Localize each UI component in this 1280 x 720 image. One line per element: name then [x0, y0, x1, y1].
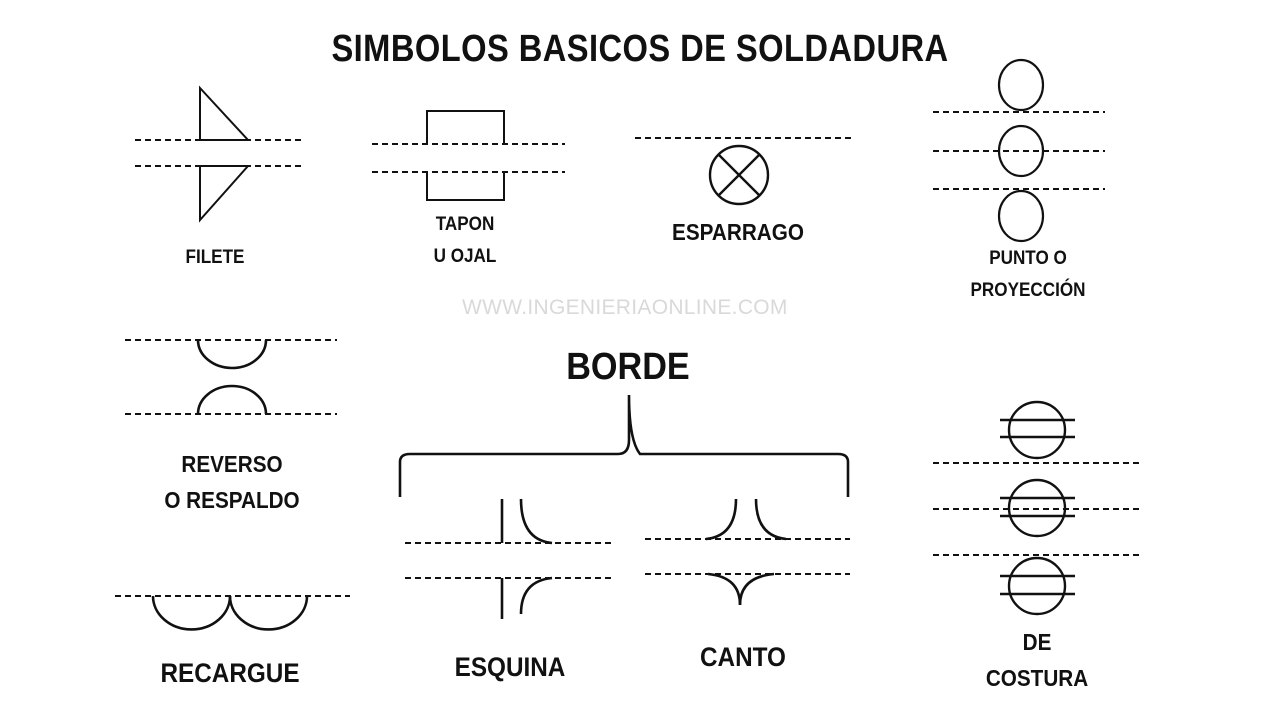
- punto-circle-2: [997, 124, 1045, 178]
- esparrago-circle: [708, 144, 770, 206]
- tapon-rect-lower: [426, 172, 505, 201]
- recargue-symbol: [115, 595, 350, 631]
- canto-curve-lower-left: [707, 572, 742, 606]
- label-tapon-line-1: TAPON: [435, 214, 495, 235]
- label-esquina: ESQUINA: [420, 650, 600, 684]
- diagram-title: SIMBOLOS BASICOS DE SOLDADURA: [331, 28, 949, 70]
- borde-brace: [398, 394, 850, 497]
- punto-circle-1: [997, 58, 1045, 112]
- canto-curve-upper-right: [754, 498, 787, 541]
- punto-circle-3: [997, 189, 1045, 243]
- reverso-arc-up: [196, 384, 268, 415]
- reverso-symbol: [125, 339, 337, 415]
- label-filete: FILETE: [148, 242, 283, 274]
- reverso-arc-down: [196, 339, 268, 370]
- label-punto-line-2: PROYECCIÓN: [970, 280, 1086, 301]
- esquina-curve-upper: [519, 498, 553, 545]
- label-reverso-line-1: REVERSO: [181, 451, 283, 477]
- canto-curve-lower-right: [738, 572, 775, 606]
- label-esparrago: ESPARRAGO: [648, 214, 828, 250]
- costura-symbol: [933, 400, 1140, 616]
- canto-curve-upper-left: [705, 498, 738, 541]
- label-esparrago-line-1: ESPARRAGO: [672, 219, 804, 245]
- filete-symbol: [135, 85, 305, 223]
- filete-triangle-upper: [199, 85, 251, 141]
- watermark: WWW.INGENIERIAONLINE.COM: [462, 296, 788, 319]
- label-punto-line-1: PUNTO O: [989, 248, 1067, 269]
- label-reverso: REVERSO O RESPALDO: [133, 446, 331, 518]
- filete-triangle-lower: [199, 165, 251, 223]
- costura-circle-2: [1007, 478, 1067, 538]
- label-canto-line-1: CANTO: [700, 642, 786, 672]
- esparrago-symbol: [635, 137, 855, 206]
- label-filete-line-1: FILETE: [185, 247, 245, 268]
- label-tapon: TAPON U OJAL: [393, 209, 537, 273]
- canto-symbol: [645, 498, 850, 606]
- tapon-symbol: [372, 110, 565, 201]
- esquina-curve-lower: [519, 576, 553, 615]
- label-recargue-line-1: RECARGUE: [160, 658, 300, 688]
- label-costura: DE COSTURA: [947, 624, 1127, 696]
- label-canto: CANTO: [653, 640, 833, 674]
- label-esquina-line-1: ESQUINA: [454, 652, 566, 682]
- esparrago-cross-b: [718, 154, 760, 196]
- costura-circle-3: [1007, 556, 1067, 616]
- label-costura-line-2: COSTURA: [985, 665, 1089, 691]
- label-tapon-line-2: U OJAL: [433, 246, 497, 267]
- recargue-arc-left: [151, 595, 232, 631]
- label-costura-line-1: DE: [1022, 629, 1052, 655]
- borde-heading: BORDE: [566, 346, 690, 388]
- label-punto: PUNTO O PROYECCIÓN: [947, 243, 1109, 307]
- punto-symbol: [933, 58, 1105, 243]
- costura-circle-1: [1007, 400, 1067, 460]
- label-reverso-line-2: O RESPALDO: [164, 487, 300, 513]
- tapon-rect-upper: [426, 110, 505, 144]
- label-recargue: RECARGUE: [131, 656, 329, 690]
- esquina-symbol: [405, 498, 615, 619]
- recargue-arc-right: [228, 595, 309, 631]
